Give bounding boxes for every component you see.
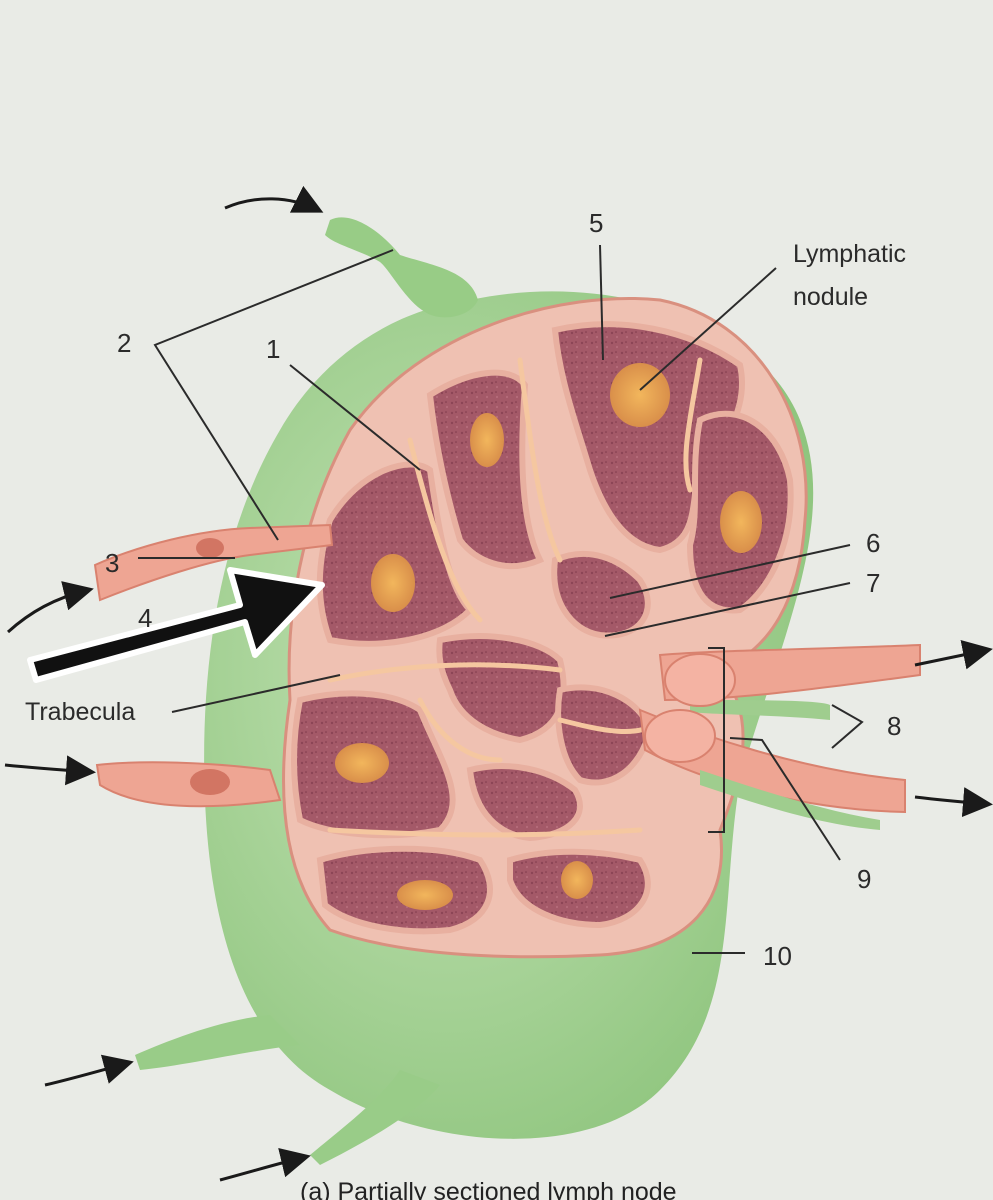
label-10: 10 <box>763 941 792 971</box>
label-lymphatic-nodule-line2: nodule <box>793 283 868 311</box>
leader-8 <box>831 704 864 749</box>
leader-lymphatic-nodule <box>639 267 777 391</box>
pointer-arrow <box>27 567 325 683</box>
leader-7 <box>604 582 851 637</box>
afferent-vessel-lower-left <box>95 761 282 808</box>
figure-caption: (a) Partially sectioned lymph node <box>300 1178 677 1200</box>
flow-arrow-bottom-left <box>44 1054 134 1087</box>
label-lymphatic-nodule-line1: Lymphatic <box>793 240 906 268</box>
flow-arrow-left-middle <box>4 755 96 786</box>
labels: 1 2 3 4 5 Lymphatic nodule 6 7 Trabecula… <box>25 208 906 1200</box>
leader-lines <box>138 244 864 954</box>
label-2: 2 <box>117 328 131 358</box>
label-1: 1 <box>266 334 280 364</box>
afferent-vessel-bottom <box>310 1070 440 1165</box>
flow-arrows <box>4 185 993 1182</box>
label-9: 9 <box>857 864 871 894</box>
trabeculae <box>327 357 703 838</box>
flow-arrow-right-lower <box>914 787 993 818</box>
leader-9-bracket <box>708 647 725 833</box>
flow-arrow-right-upper <box>914 639 993 670</box>
leader-5 <box>599 244 604 361</box>
germinal-centers <box>335 363 762 910</box>
flow-arrow-bottom <box>219 1148 311 1182</box>
afferent-vessel-bottom-left <box>135 1015 300 1070</box>
label-trabecula: Trabecula <box>25 698 135 726</box>
flow-arrow-left-upper <box>6 581 94 634</box>
label-4: 4 <box>138 603 152 633</box>
leader-9 <box>729 737 841 861</box>
label-6: 6 <box>866 528 880 558</box>
leader-1 <box>289 364 421 471</box>
afferent-vessel-left <box>93 523 334 602</box>
label-5: 5 <box>589 208 603 238</box>
flow-arrow-top <box>224 185 324 213</box>
label-8: 8 <box>887 711 901 741</box>
leader-6 <box>609 544 851 599</box>
label-7: 7 <box>866 568 880 598</box>
afferent-vessel-top <box>325 217 478 318</box>
leader-2-bracket <box>153 249 394 541</box>
leader-trabecula <box>171 674 341 713</box>
label-3: 3 <box>105 548 119 578</box>
